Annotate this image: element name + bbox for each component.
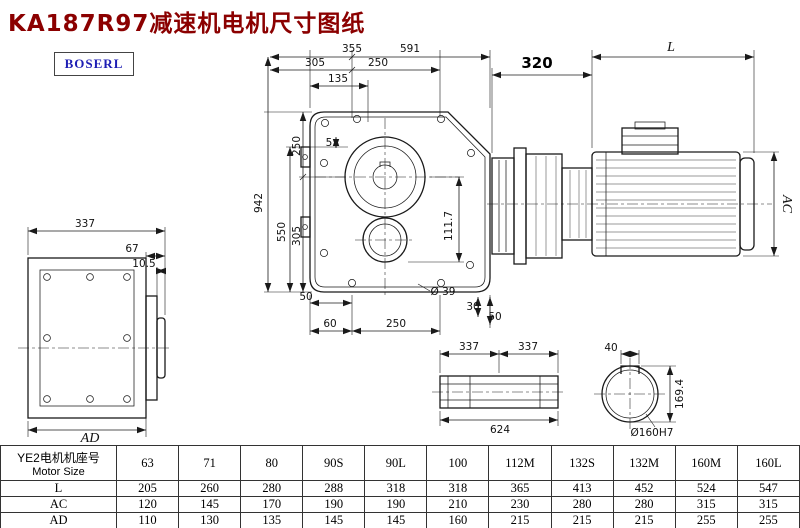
boserl-logo: BOSERL [54,52,134,76]
cell-AC-160M: 315 [674,496,738,513]
cell-AC-90L: 190 [364,496,428,513]
dim-main-550: 550 [276,222,288,242]
table-row-AC: AC 120 145 170 190 190 210 230 280 280 3… [0,496,800,513]
dim-main-305-left: 305 [291,226,303,246]
bore-dimensions: 40 169.4 Ø160H7 [604,342,686,439]
size-col-160M: 160M [674,445,738,481]
boserl-logo-text: BOSERL [64,56,124,71]
cell-L-80: 280 [240,480,304,497]
dim-motor-AC: AC [779,194,794,214]
dim-main-30: 30 [466,301,479,313]
cell-L-90L: 318 [364,480,428,497]
size-col-90S: 90S [302,445,366,481]
size-col-90L: 90L [364,445,428,481]
dim-main-60: 60 [323,318,336,330]
cell-AD-132S: 215 [550,512,614,528]
cell-AC-80: 170 [240,496,304,513]
cell-L-160M: 524 [674,480,738,497]
cell-L-132S: 413 [550,480,614,497]
cell-L-90S: 288 [302,480,366,497]
cell-AD-71: 130 [178,512,242,528]
shaft-view [432,375,566,409]
size-col-160L: 160L [736,445,800,481]
left-view-dimensions: 337 67 10.5 AD [27,218,166,445]
dim-shaft-337a: 337 [459,341,479,353]
cell-AD-63: 110 [115,512,180,528]
dim-motor-320: 320 [521,54,552,72]
size-col-100: 100 [426,445,490,481]
cell-AD-100: 160 [426,512,490,528]
table-row-AD: AD 110 130 135 145 145 160 215 215 215 2… [0,512,800,528]
dimension-table: YE2电机机座号 Motor Size 63 71 80 90S 90L 100… [0,445,800,528]
cell-AD-112M: 215 [488,512,552,528]
motor-size-header-en: Motor Size [32,465,85,478]
dim-main-50-right: 50 [488,311,501,323]
cell-AD-132M: 215 [612,512,676,528]
dim-left-337: 337 [75,218,95,230]
dim-main-5: 5 [326,137,333,149]
size-col-132S: 132S [550,445,614,481]
motor-size-header-cell: YE2电机机座号 Motor Size [0,445,117,481]
motor-dimensions: 320 L AC [491,40,794,257]
size-col-80: 80 [240,445,304,481]
technical-drawing: 337 67 10.5 AD [18,40,794,445]
size-col-132M: 132M [612,445,676,481]
size-col-71: 71 [178,445,242,481]
cell-AD-160M: 255 [674,512,738,528]
motor-size-header-cn: YE2电机机座号 [17,450,100,465]
dim-main-591: 591 [400,43,420,55]
cell-AC-132S: 280 [550,496,614,513]
dim-shaft-337b: 337 [518,341,538,353]
dim-main-135: 135 [328,73,348,85]
table-header-row: YE2电机机座号 Motor Size 63 71 80 90S 90L 100… [0,445,800,481]
table-row-L: L 205 260 280 288 318 318 365 413 452 52… [0,480,800,497]
cell-AC-100: 210 [426,496,490,513]
size-col-112M: 112M [488,445,552,481]
dim-bore-169-4: 169.4 [674,379,686,409]
cell-AC-63: 120 [115,496,180,513]
cell-AC-112M: 230 [488,496,552,513]
dim-bore-160H7: Ø160H7 [631,427,674,439]
dim-left-ad: AD [80,431,100,445]
dim-main-dia39: Ø 39 [431,286,456,298]
cell-AD-80: 135 [240,512,304,528]
page-title: KA187R97减速机电机尺寸图纸 [8,11,366,37]
row-label-AD: AD [0,512,117,528]
dim-shaft-624: 624 [490,424,510,436]
motor-view [487,121,772,265]
dim-left-10-5: 10.5 [132,258,155,270]
cell-AD-90S: 145 [302,512,366,528]
dim-bore-40: 40 [604,342,617,354]
cell-L-63: 205 [115,480,180,497]
cell-L-112M: 365 [488,480,552,497]
row-label-AC: AC [0,496,117,513]
row-label-L: L [0,480,117,497]
dim-main-305-top: 305 [305,57,325,69]
cell-L-71: 260 [178,480,242,497]
shaft-dimensions: 337 337 624 [439,341,559,436]
cell-AC-71: 145 [178,496,242,513]
dim-left-67: 67 [125,243,138,255]
cell-AC-90S: 190 [302,496,366,513]
dim-main-355: 355 [342,43,362,55]
cell-L-132M: 452 [612,480,676,497]
cell-AC-132M: 280 [612,496,676,513]
dim-main-942: 942 [253,193,265,213]
size-col-63: 63 [115,445,180,481]
dim-main-50-left: 50 [299,291,312,303]
dim-main-250-top: 250 [368,57,388,69]
dim-motor-L: L [666,40,675,55]
dim-main-250-left: 250 [291,136,303,156]
cell-AD-160L: 255 [736,512,800,528]
cell-AC-160L: 315 [736,496,800,513]
cell-AD-90L: 145 [364,512,428,528]
dim-main-250-bottom: 250 [386,318,406,330]
left-view [18,257,172,419]
dim-main-111-7: 111.7 [443,211,455,241]
bore-view [594,358,666,430]
cell-L-100: 318 [426,480,490,497]
cell-L-160L: 547 [736,480,800,497]
main-view-dimensions: 355 591 305 250 135 942 550 250 305 5 [253,43,502,335]
